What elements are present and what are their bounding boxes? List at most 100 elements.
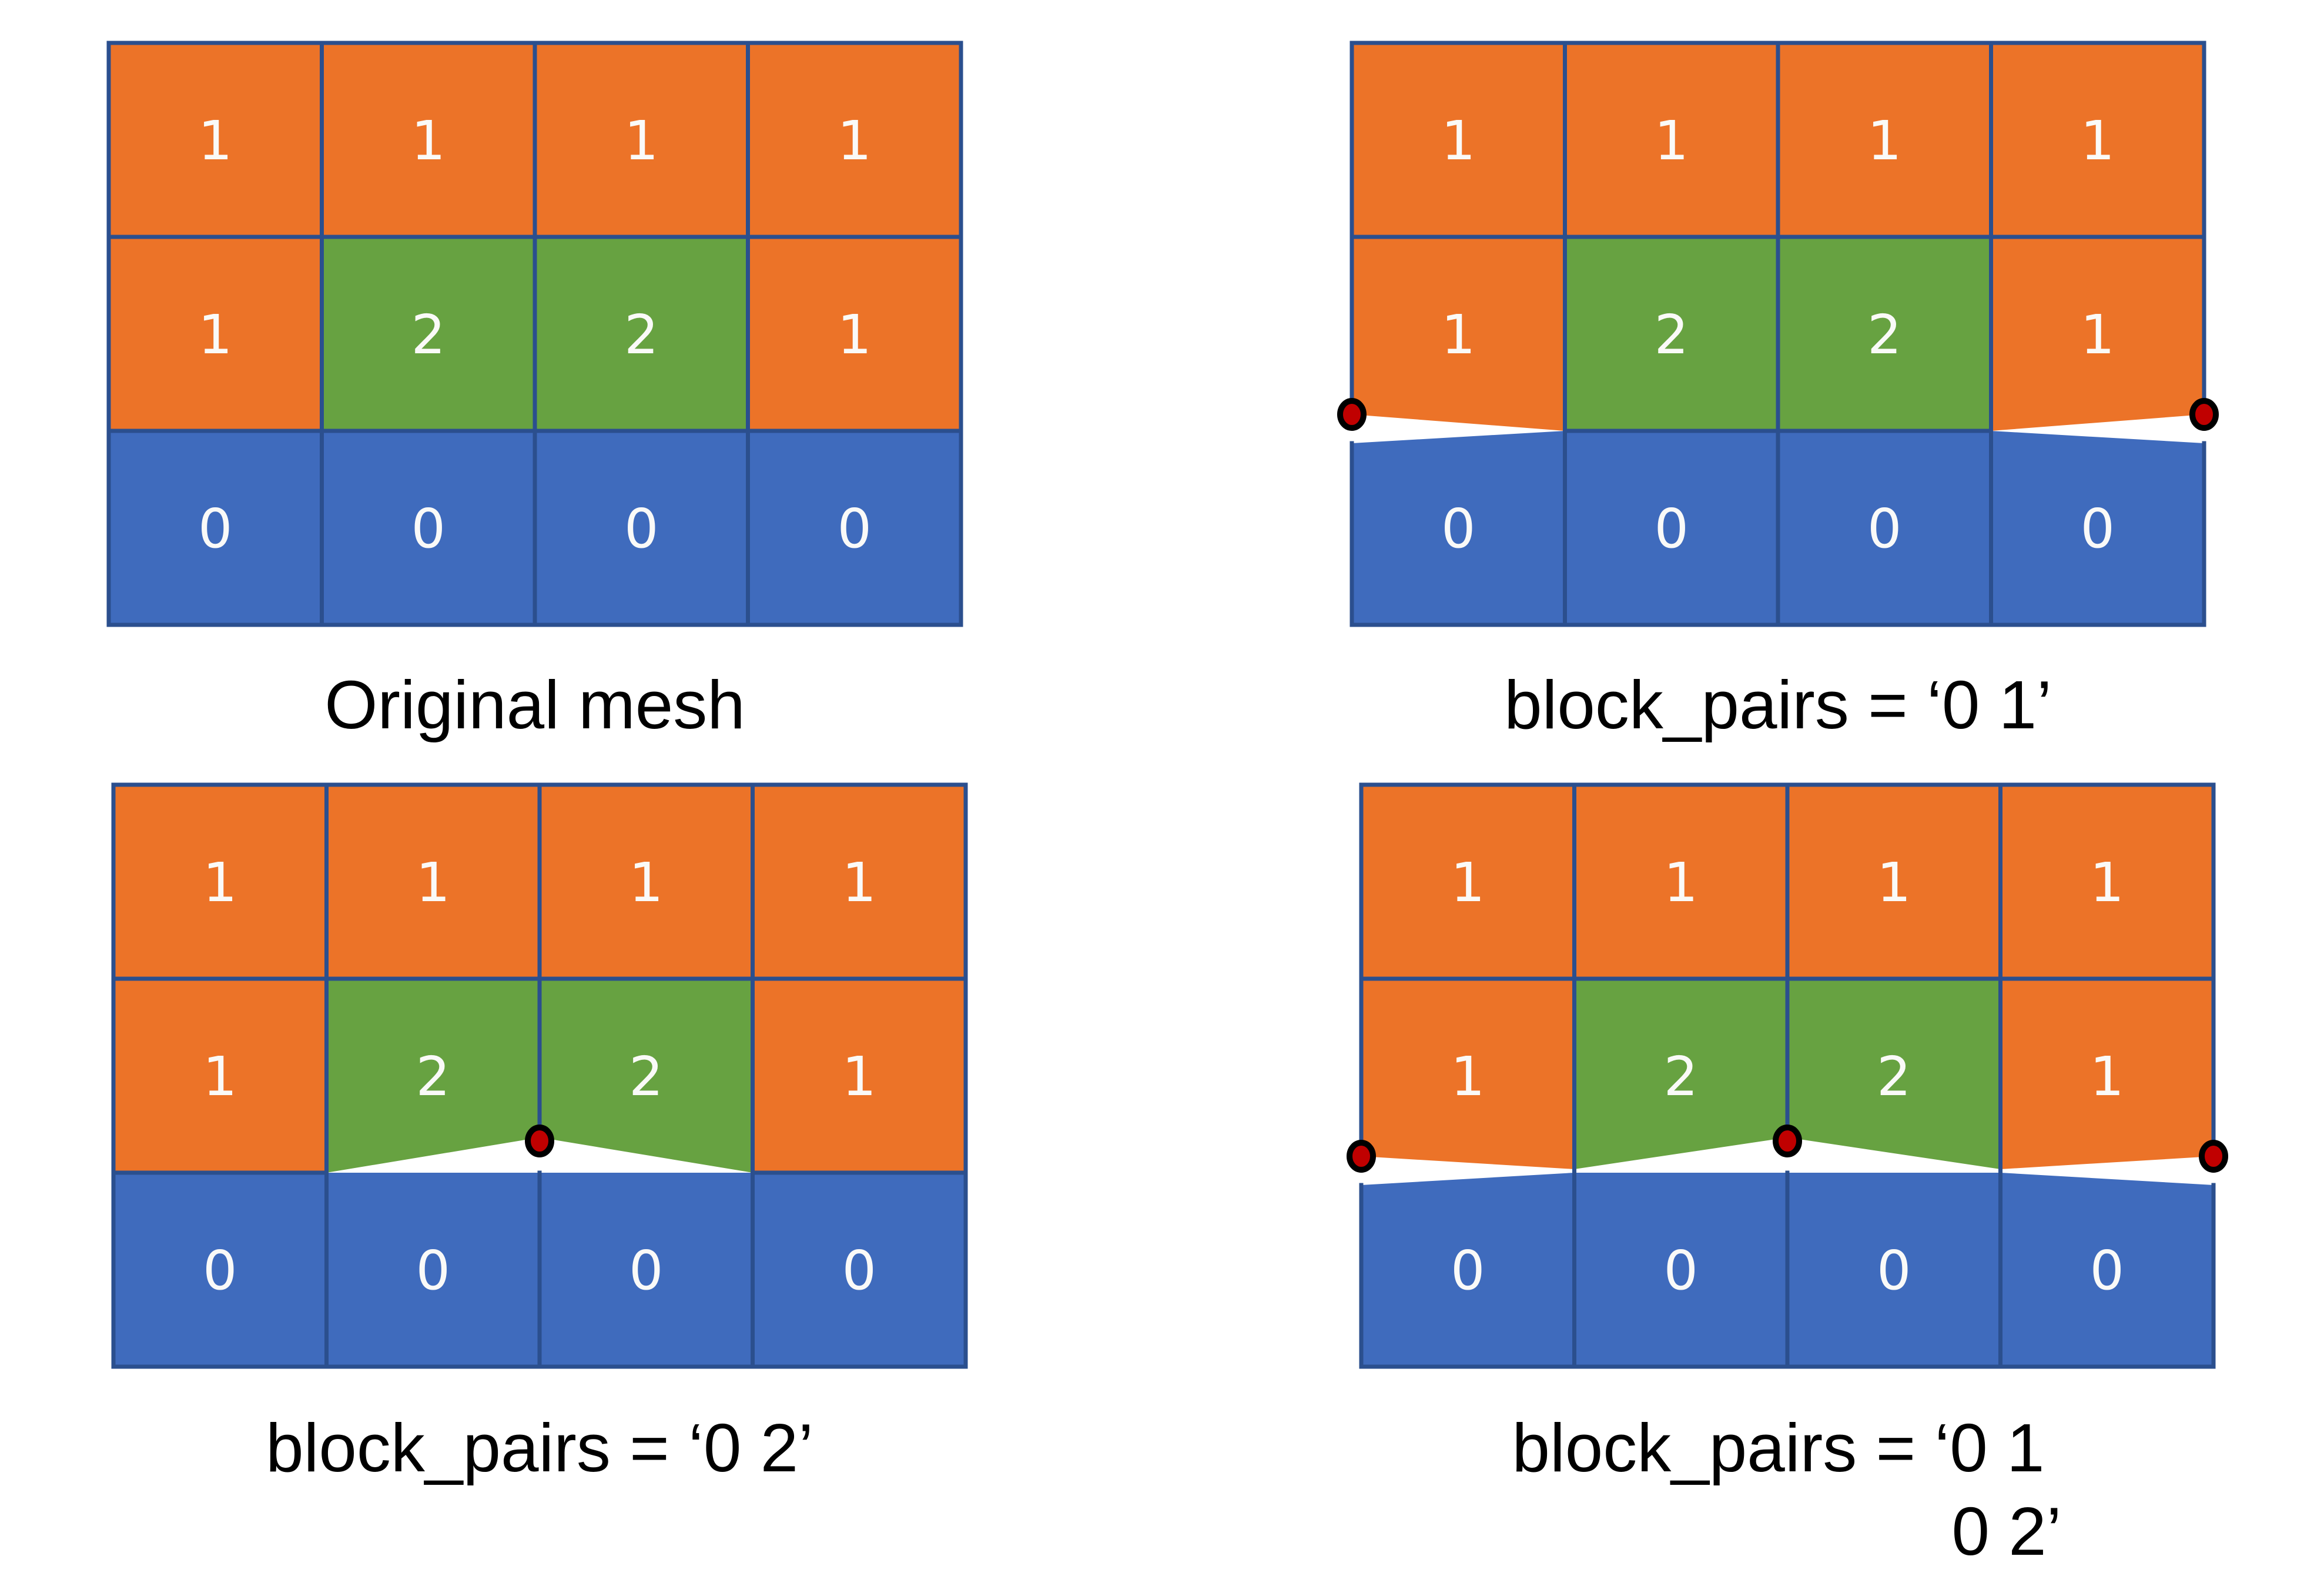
caption-block-pairs-0-1: block_pairs = ‘0 1’	[1504, 663, 2052, 747]
cell-label-r0c2: 1	[629, 851, 664, 914]
mesh-cell-r1c1	[1574, 979, 1787, 1169]
mesh-cell-r0c2	[1778, 43, 1991, 237]
cell-label-r1c1: 2	[416, 1045, 450, 1108]
cell-label-r2c3: 0	[2080, 497, 2115, 560]
cell-label-r1c2: 2	[624, 303, 659, 366]
mesh-cell-r1c1	[1565, 237, 1778, 431]
mesh-cell-r0c1	[1565, 43, 1778, 237]
cell-label-r2c0: 0	[1441, 497, 1476, 560]
cell-label-r2c1: 0	[416, 1239, 450, 1302]
mesh-cell-r2c0	[1352, 431, 1565, 625]
cell-label-r1c3: 1	[842, 1045, 876, 1108]
cell-label-r1c0: 1	[203, 1045, 237, 1108]
cell-label-r2c3: 0	[2089, 1239, 2124, 1302]
mesh-cell-r1c0	[113, 979, 327, 1173]
mesh-cell-r2c2	[1778, 431, 1991, 625]
cell-label-r1c0: 1	[1451, 1045, 1485, 1108]
mesh-cell-r1c3	[1991, 237, 2204, 431]
mesh-cell-r2c1	[1574, 1173, 1787, 1367]
cell-label-r0c0: 1	[1441, 109, 1476, 172]
split-node-dot-center	[525, 1125, 554, 1157]
mesh-cell-r0c1	[1574, 785, 1787, 979]
cell-label-r2c1: 0	[1663, 1239, 1698, 1302]
cell-label-r2c0: 0	[1451, 1239, 1485, 1302]
mesh-cell-r0c0	[113, 785, 327, 979]
mesh-cell-r0c1	[322, 43, 535, 237]
mesh-cell-r2c3	[1991, 431, 2204, 625]
cell-label-r2c1: 0	[411, 497, 446, 560]
mesh-cell-r2c2	[540, 1173, 753, 1367]
cell-label-r1c1: 2	[1663, 1045, 1698, 1108]
caption-block-pairs-0-1-0-2: block_pairs = ‘0 1 0 2’	[1512, 1406, 2061, 1573]
mesh-cell-r2c3	[2000, 1173, 2214, 1367]
split-node-dot-right	[2199, 1140, 2228, 1173]
cell-label-r0c0: 1	[203, 851, 237, 914]
cell-label-r1c3: 1	[837, 303, 872, 366]
cell-label-r0c3: 1	[837, 109, 872, 172]
cell-label-r0c1: 1	[416, 851, 450, 914]
mesh-cell-r2c1	[322, 431, 535, 625]
cell-label-r0c0: 1	[198, 109, 233, 172]
mesh-cell-r2c3	[752, 1173, 966, 1367]
mesh-cell-r0c0	[109, 43, 322, 237]
mesh-cell-r0c3	[748, 43, 961, 237]
cell-label-r2c2: 0	[624, 497, 659, 560]
cell-label-r1c1: 2	[1654, 303, 1689, 366]
cell-label-r0c2: 1	[1867, 109, 1902, 172]
mesh-cell-r1c2	[535, 237, 748, 431]
cell-label-r0c0: 1	[1451, 851, 1485, 914]
cell-label-r0c2: 1	[624, 109, 659, 172]
cell-label-r1c3: 1	[2080, 303, 2115, 366]
mesh-cell-r0c2	[540, 785, 753, 979]
caption-text-line2: 0 2’	[1951, 1493, 2062, 1569]
cell-label-r2c1: 0	[1654, 497, 1689, 560]
cell-label-r2c2: 0	[1867, 497, 1902, 560]
mesh-cell-r1c3	[2000, 979, 2214, 1169]
cell-label-r1c0: 1	[198, 303, 233, 366]
mesh-cell-r0c3	[1991, 43, 2204, 237]
mesh-cell-r1c2	[1787, 979, 2001, 1169]
mesh-cell-r1c0	[1361, 979, 1575, 1169]
cell-label-r2c3: 0	[837, 497, 872, 560]
mesh-cell-r1c0	[109, 237, 322, 431]
mesh-panel-original: 1 1 1 1 1 2 2 1 0 0 0 0	[106, 41, 963, 627]
cell-label-r2c2: 0	[1877, 1239, 1911, 1302]
cell-label-r2c0: 0	[203, 1239, 237, 1302]
mesh-cell-r1c1	[322, 237, 535, 431]
mesh-cell-r2c2	[535, 431, 748, 625]
caption-text: block_pairs = ‘0 2’	[266, 1410, 813, 1486]
cell-label-r1c1: 2	[411, 303, 446, 366]
cell-label-r2c3: 0	[842, 1239, 876, 1302]
mesh-cell-r1c3	[752, 979, 966, 1173]
caption-original-mesh: Original mesh	[324, 663, 745, 747]
cell-label-r2c2: 0	[629, 1239, 664, 1302]
mesh-cell-r2c0	[113, 1173, 327, 1367]
split-node-dot-right	[2189, 398, 2219, 431]
mesh-cell-r0c1	[326, 785, 540, 979]
mesh-cell-r2c1	[1565, 431, 1778, 625]
mesh-cell-r2c1	[326, 1173, 540, 1367]
caption-text: block_pairs = ‘0 1’	[1504, 667, 2052, 743]
cell-label-r0c1: 1	[1654, 109, 1689, 172]
cell-label-r0c1: 1	[1663, 851, 1698, 914]
cell-label-r0c3: 1	[842, 851, 876, 914]
split-node-dot-left	[1337, 398, 1367, 431]
caption-text-line1: block_pairs = ‘0 1	[1512, 1410, 2045, 1486]
cell-label-r0c3: 1	[2089, 851, 2124, 914]
cell-label-r2c0: 0	[198, 497, 233, 560]
mesh-cell-r1c1	[326, 979, 540, 1173]
cell-label-r0c1: 1	[411, 109, 446, 172]
cell-label-r1c2: 2	[1877, 1045, 1911, 1108]
split-node-dot-center	[1773, 1125, 1802, 1157]
caption-block-pairs-0-2: block_pairs = ‘0 2’	[266, 1406, 813, 1490]
cell-label-r1c2: 2	[1867, 303, 1902, 366]
mesh-cell-r0c2	[535, 43, 748, 237]
cell-label-r0c3: 1	[2080, 109, 2115, 172]
mesh-cell-r1c3	[748, 237, 961, 431]
mesh-cell-r1c0	[1352, 237, 1565, 431]
mesh-cell-r2c3	[748, 431, 961, 625]
mesh-cell-r0c3	[752, 785, 966, 979]
